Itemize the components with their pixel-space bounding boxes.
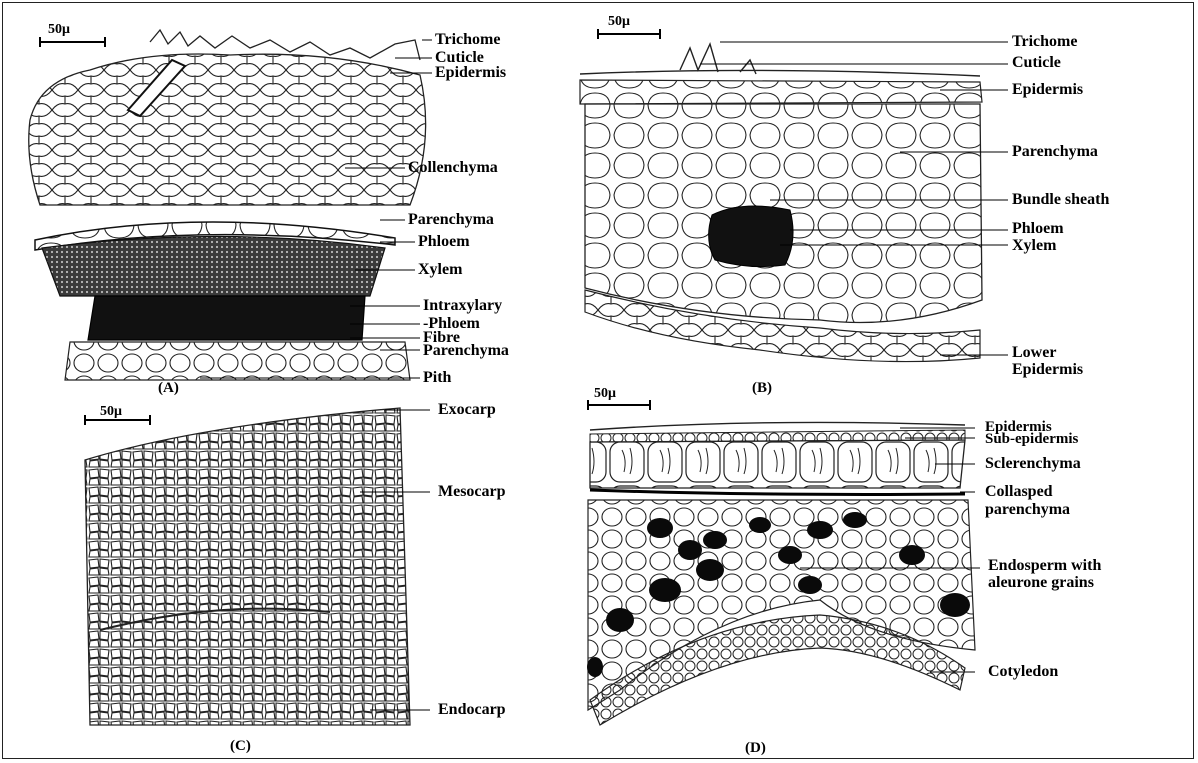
panel-c-drawing [85,408,430,725]
label-b-xylem: Xylem [1012,238,1056,254]
panel-d-scale-bar-label: 50μ [594,386,616,402]
panel-d-letter: (D) [745,740,766,757]
panel-b-letter: (B) [752,380,772,397]
label-a-phloem: Phloem [418,234,470,250]
label-d-cotyledon: Cotyledon [988,664,1058,680]
label-b-cuticle: Cuticle [1012,55,1061,71]
label-b-lower-epidermis: Epidermis [1012,362,1083,378]
label-d-sclerenchyma: Sclerenchyma [985,456,1081,472]
panel-b-drawing [580,29,1008,362]
label-c-exocarp: Exocarp [438,402,496,418]
label-b-epidermis: Epidermis [1012,82,1083,98]
label-a-pith: Pith [423,370,451,386]
label-d-endosperm: Endosperm with [988,558,1101,574]
label-a-parenchyma: Parenchyma [408,212,494,228]
label-a-epidermis: Epidermis [435,65,506,81]
panel-a-drawing [29,30,432,380]
panel-c-letter: (C) [230,738,251,755]
label-d-sub-epidermis: Sub-epidermis [985,431,1078,447]
panel-c-scale-bar-label: 50μ [100,404,122,420]
label-d-aleurone-grains: aleurone grains [988,575,1094,591]
label-d-collasped: Collasped [985,484,1053,500]
label-a-collenchyma: Collenchyma [408,160,498,176]
label-a-lower-parenchyma: Parenchyma [423,343,509,359]
label-b-parenchyma: Parenchyma [1012,144,1098,160]
label-a-intraxylary: Intraxylary [423,298,502,314]
label-c-mesocarp: Mesocarp [438,484,506,500]
label-c-endocarp: Endocarp [438,702,506,718]
panel-d-drawing [587,400,980,725]
label-d-parenchyma: parenchyma [985,502,1070,518]
label-b-bundle-sheath: Bundle sheath [1012,192,1109,208]
label-a-trichome: Trichome [435,32,500,48]
label-a-xylem: Xylem [418,262,462,278]
panel-b-scale-bar-label: 50μ [608,14,630,30]
panel-a-letter: (A) [158,380,179,397]
label-b-trichome: Trichome [1012,34,1077,50]
label-b-phloem: Phloem [1012,221,1064,237]
label-b-lower: Lower [1012,345,1056,361]
panel-a-scale-bar-label: 50μ [48,22,70,38]
